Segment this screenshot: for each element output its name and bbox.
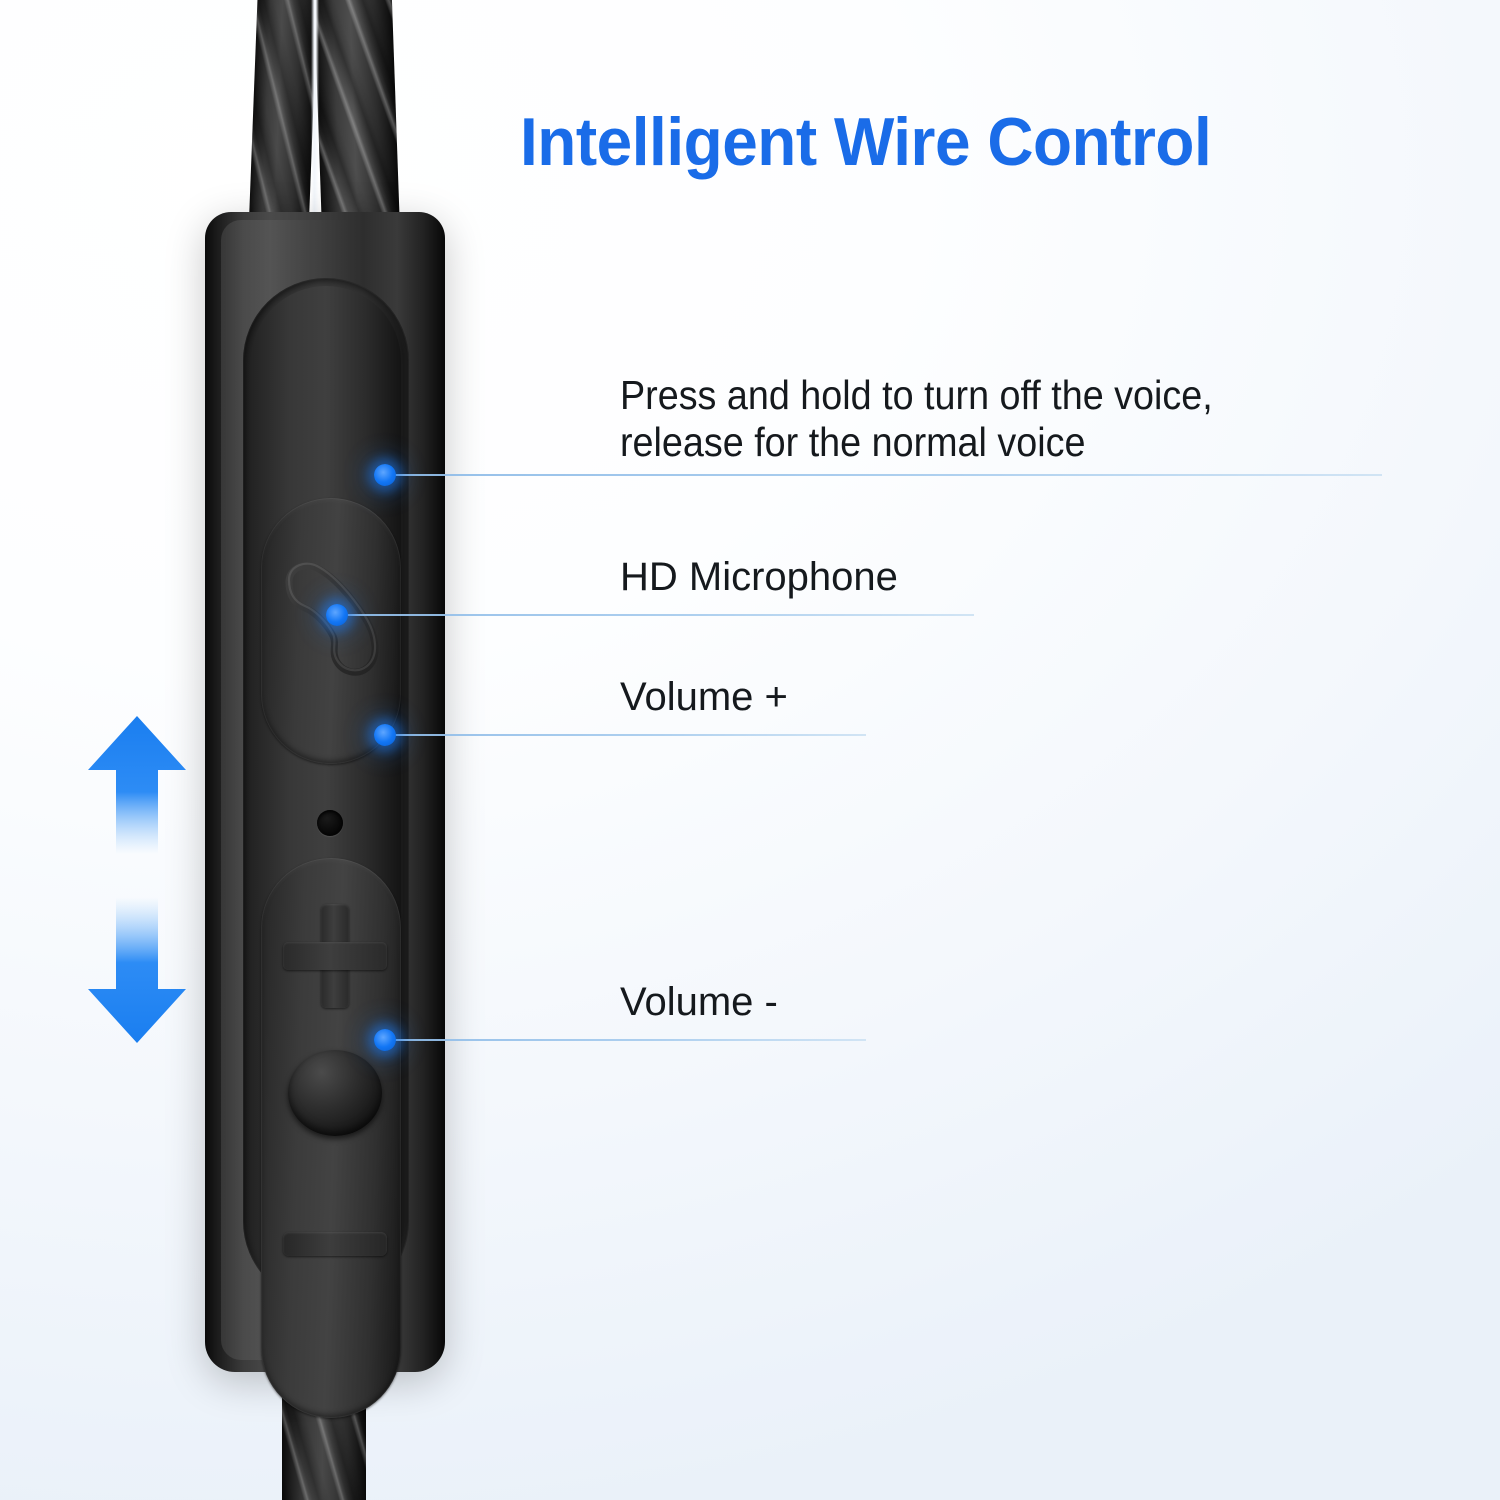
callout-label-volume-up: Volume + — [620, 675, 788, 719]
microphone-hole-icon — [317, 810, 343, 836]
callout-dot-call-button — [374, 464, 396, 486]
leader-line-microphone — [346, 614, 974, 616]
callout-label-volume-down: Volume - — [620, 980, 778, 1024]
callout-label-call-button-line1: Press and hold to turn off the voice, — [620, 372, 1213, 418]
phone-handset-icon — [275, 552, 393, 682]
cable-upper-left — [248, 0, 318, 236]
volume-up-arrow-icon — [82, 714, 192, 859]
minus-icon[interactable] — [283, 1232, 387, 1256]
callout-label-microphone: HD Microphone — [620, 555, 898, 599]
leader-line-volume-up — [388, 734, 866, 736]
callout-dot-volume-up — [374, 724, 396, 746]
cable-upper-right — [313, 0, 401, 236]
volume-down-arrow-icon — [82, 895, 192, 1050]
cable-braid-texture — [313, 0, 401, 236]
callout-dot-volume-down — [374, 1029, 396, 1051]
leader-line-volume-down — [388, 1039, 866, 1041]
cable-separation-gap — [311, 0, 319, 220]
cable-braid-texture — [248, 0, 318, 236]
plus-icon[interactable] — [283, 904, 387, 1008]
wire-control-remote-body — [205, 212, 445, 1418]
page-title: Intelligent Wire Control — [520, 104, 1212, 180]
callout-label-call-button-line2: release for the normal voice — [620, 419, 1086, 465]
plus-icon-horizontal-bar — [283, 942, 387, 970]
leader-line-call-button — [388, 474, 1382, 476]
callout-dot-microphone — [326, 604, 348, 626]
play-pause-dome-button[interactable] — [288, 1050, 382, 1136]
